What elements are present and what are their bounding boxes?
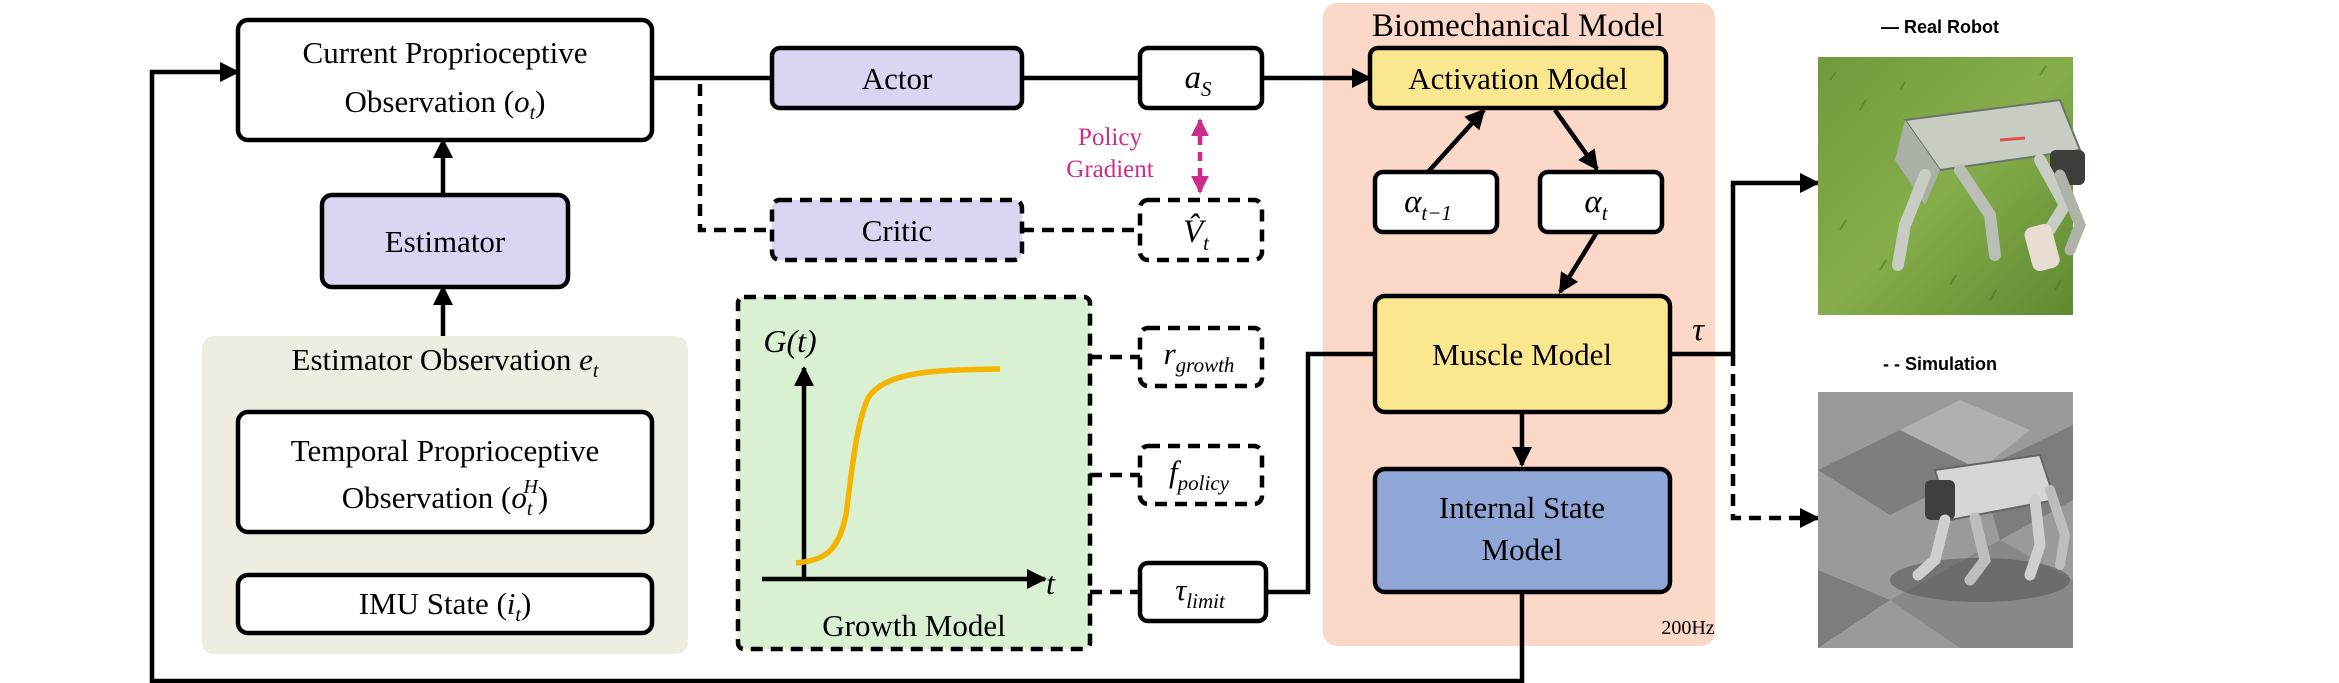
actor-box (769, 45, 1025, 111)
alpha-to-muscle-line (1558, 230, 1599, 294)
temporal-observation-line2: Observation (otH) (342, 476, 548, 520)
r-growth-label: rgrowth (1164, 336, 1235, 377)
simulation-title: - - Simulation (1883, 354, 1997, 374)
critic-box (769, 197, 1025, 263)
real-robot-title: — Real Robot (1881, 17, 1999, 37)
growth-x-label: t (1046, 565, 1056, 601)
r-growth-box (1137, 325, 1265, 389)
internal-state-model-box (1372, 466, 1673, 595)
alpha-prev-to-activation-line (1426, 108, 1486, 174)
growth-curve (795, 366, 1001, 566)
real-robot-image (1818, 57, 2086, 315)
activation-model-label: Activation Model (1408, 61, 1628, 96)
estimator-box (319, 192, 571, 290)
feedback-line (149, 61, 1525, 683)
imu-state-box (235, 572, 655, 636)
estimator-label: Estimator (385, 224, 506, 259)
alpha-prev-box (1372, 169, 1500, 235)
critic-label: Critic (862, 213, 933, 248)
tau-label: τ (1692, 312, 1705, 348)
value-box (1137, 197, 1265, 263)
temporal-observation-box (235, 409, 655, 535)
growth-y-label: G(t) (763, 323, 816, 359)
estimator-observation-title: Estimator Observation et (292, 342, 599, 382)
internal-state-line2: Model (1482, 532, 1563, 567)
f-policy-box (1137, 443, 1265, 507)
value-label: V̂t (1183, 213, 1210, 255)
obs-to-critic-line (697, 84, 772, 233)
temporal-observation-line1: Temporal Proprioceptive (291, 433, 600, 468)
alpha-prev-label: αt−1 (1404, 184, 1452, 225)
activation-model-box (1367, 45, 1669, 111)
muscle-to-simulation-line (1730, 354, 1821, 529)
growth-model-title: Growth Model (822, 608, 1005, 643)
muscle-model-label: Muscle Model (1432, 337, 1612, 372)
current-observation-line1: Current Proprioceptive (303, 35, 588, 70)
internal-state-line1: Internal State (1439, 490, 1605, 525)
policy-gradient-line2: Gradient (1066, 156, 1154, 183)
tau-limit-label: τlimit (1175, 572, 1226, 613)
current-observation-line2: Observation (ot) (345, 84, 546, 124)
tau-limit-box (1137, 560, 1269, 624)
action-box (1137, 45, 1265, 111)
muscle-model-box (1372, 293, 1673, 415)
alpha-t-label: αt (1584, 184, 1608, 225)
action-label: aS (1185, 60, 1213, 101)
rate-label: 200Hz (1661, 617, 1714, 639)
simulation-image (1818, 392, 2073, 648)
policy-gradient-line1: Policy (1078, 124, 1142, 151)
taulimit-to-muscle-line (1266, 351, 1375, 595)
growth-model-box (735, 294, 1093, 652)
activation-to-alpha-line (1553, 108, 1599, 171)
actor-label: Actor (862, 61, 933, 96)
imu-state-label: IMU State (it) (359, 586, 532, 626)
biomechanical-model-title: Biomechanical Model (1372, 8, 1664, 44)
alpha-t-box (1537, 169, 1665, 235)
muscle-to-robot-line (1670, 172, 1821, 357)
current-observation-box (235, 17, 655, 143)
